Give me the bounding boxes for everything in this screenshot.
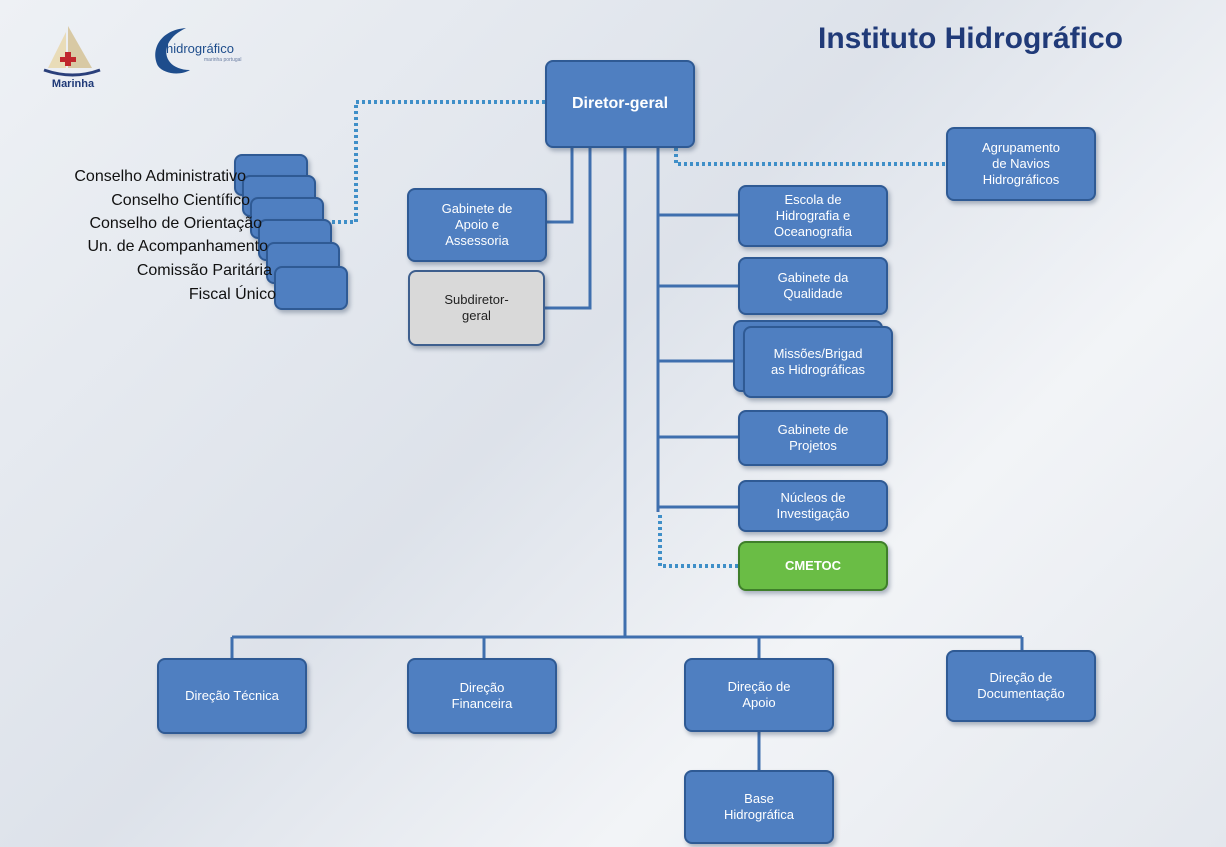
hidrografico-logo: hidrográfico marinha portugal	[146, 24, 266, 80]
support-directorate-box[interactable]: Direção de Apoio	[684, 658, 834, 732]
sailboat-icon	[43, 26, 101, 77]
council-card	[274, 266, 348, 310]
hidrografico-logo-text: hidrográfico	[166, 41, 234, 56]
council-label: Un. de Acompanhamento	[87, 238, 268, 255]
dotted-cmetoc	[658, 515, 738, 568]
marinha-logo: Marinha	[38, 22, 108, 94]
research-units-box[interactable]: Núcleos de Investigação	[738, 480, 888, 532]
hidrografico-logo-subtext: marinha portugal	[204, 57, 242, 63]
documentation-directorate-box[interactable]: Direção de Documentação	[946, 650, 1096, 722]
council-label: Conselho Administrativo	[74, 168, 246, 185]
council-label: Comissão Paritária	[136, 262, 272, 279]
deputy-director-box[interactable]: Subdiretor- geral	[408, 270, 545, 346]
council-label: Conselho de Orientação	[89, 215, 262, 232]
dotted-councils	[330, 100, 545, 224]
missions-box[interactable]: Missões/Brigad as Hidrográficas	[743, 326, 893, 398]
cmetoc-box[interactable]: CMETOC	[738, 541, 888, 591]
quality-office-box[interactable]: Gabinete da Qualidade	[738, 257, 888, 315]
wave-logo-icon	[155, 28, 190, 74]
link-deputy-director	[545, 148, 592, 310]
projects-office-box[interactable]: Gabinete de Projetos	[738, 410, 888, 466]
marinha-logo-text: Marinha	[51, 78, 95, 90]
ships-group-box[interactable]: Agrupamento de Navios Hidrográficos	[946, 127, 1096, 201]
financial-directorate-box[interactable]: Direção Financeira	[407, 658, 557, 734]
director-general-box[interactable]: Diretor-geral	[545, 60, 695, 148]
council-label: Fiscal Único	[188, 286, 276, 303]
page-title: Instituto Hidrográfico	[818, 22, 1123, 55]
hydrographic-base-box[interactable]: Base Hidrográfica	[684, 770, 834, 844]
councils-list: Conselho Administrativo Conselho Científ…	[0, 168, 276, 308]
link-support-office	[547, 148, 574, 224]
school-box[interactable]: Escola de Hidrografia e Oceanografia	[738, 185, 888, 247]
technical-directorate-box[interactable]: Direção Técnica	[157, 658, 307, 734]
dotted-ships	[674, 148, 948, 166]
council-label: Conselho Científico	[111, 192, 250, 209]
support-office-box[interactable]: Gabinete de Apoio e Assessoria	[407, 188, 547, 262]
